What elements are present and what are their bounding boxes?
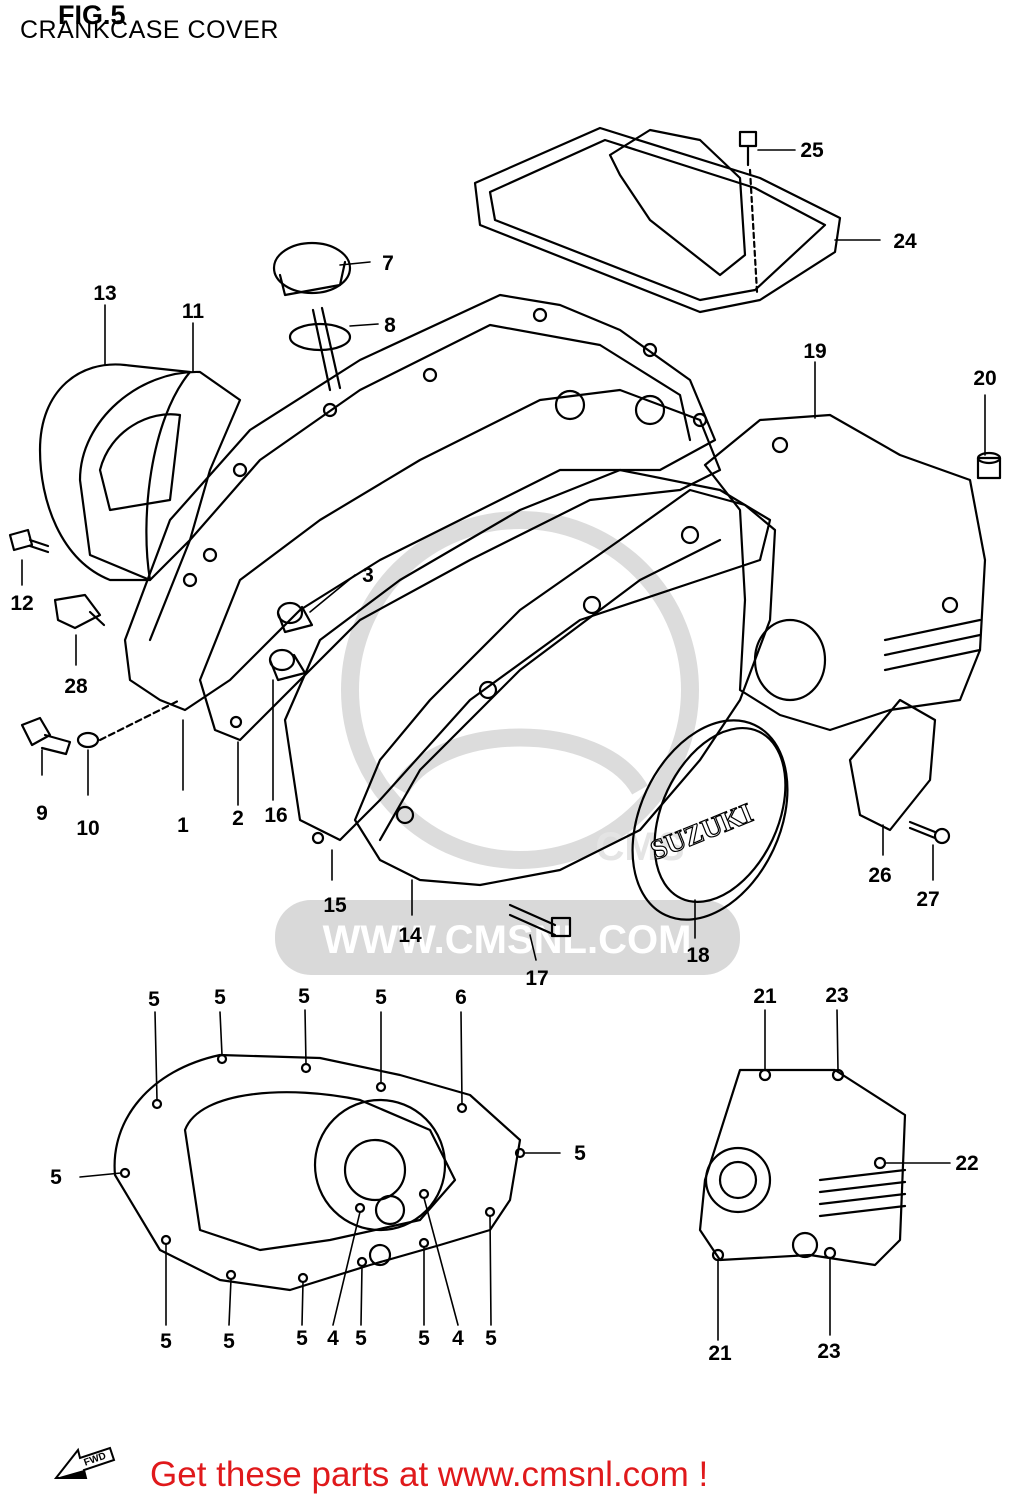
part-17-bolt xyxy=(508,903,572,938)
callout-5[interactable]: 5 xyxy=(296,1327,308,1350)
starter-cover-detail-view xyxy=(698,1068,907,1267)
callout-27[interactable]: 27 xyxy=(916,888,939,911)
part-28-switch xyxy=(53,593,106,630)
callout-5[interactable]: 5 xyxy=(355,1327,367,1350)
callout-13[interactable]: 13 xyxy=(93,282,116,305)
callout-5[interactable]: 5 xyxy=(148,988,160,1011)
part-24-cover-plate xyxy=(473,126,842,314)
callout-labels: 1 2 3 7 8 9 10 11 12 13 14 15 16 17 18 1… xyxy=(10,139,996,1365)
callout-23[interactable]: 23 xyxy=(817,1340,840,1363)
callout-5[interactable]: 5 xyxy=(214,986,226,1009)
figure-title: CRANKCASE COVER xyxy=(20,16,279,44)
part-16-dowel xyxy=(268,648,307,682)
callout-5[interactable]: 5 xyxy=(223,1330,235,1353)
callout-16[interactable]: 16 xyxy=(264,804,287,827)
callout-21[interactable]: 21 xyxy=(753,985,777,1008)
part-10-washer xyxy=(76,731,100,749)
callout-5[interactable]: 5 xyxy=(375,986,387,1009)
callout-25[interactable]: 25 xyxy=(800,139,824,162)
callout-28[interactable]: 28 xyxy=(64,675,88,698)
part-14-clutch-cover xyxy=(353,488,777,887)
part-8-o-ring xyxy=(288,322,352,352)
callout-24[interactable]: 24 xyxy=(893,230,917,253)
callout-10[interactable]: 10 xyxy=(76,817,99,840)
callout-11[interactable]: 11 xyxy=(182,300,205,323)
callout-21[interactable]: 21 xyxy=(708,1342,732,1365)
part-18-emblem-cover xyxy=(631,719,789,921)
callout-4[interactable]: 4 xyxy=(327,1327,339,1350)
part-26-cap xyxy=(848,698,937,832)
part-2-gasket xyxy=(198,388,722,742)
part-7-oil-filler-cap xyxy=(272,241,352,392)
watermark: WWW.CMSNL.COM CMS xyxy=(275,511,740,975)
watermark-logo: CMS xyxy=(596,825,685,869)
callout-15[interactable]: 15 xyxy=(323,894,347,917)
part-27-bolt xyxy=(908,820,951,845)
callout-9[interactable]: 9 xyxy=(36,802,48,825)
part-13-outer-cover xyxy=(38,363,192,582)
part-20-bushing xyxy=(976,451,1002,480)
part-3-dowel xyxy=(276,601,314,634)
cover-badge-text: SUZUKI xyxy=(646,798,757,867)
callout-12[interactable]: 12 xyxy=(10,592,33,615)
callout-17[interactable]: 17 xyxy=(525,967,548,990)
callout-6[interactable]: 6 xyxy=(455,986,467,1009)
callout-26[interactable]: 26 xyxy=(868,864,891,887)
callout-3[interactable]: 3 xyxy=(362,564,374,587)
part-19-starter-cover xyxy=(703,413,987,732)
callout-20[interactable]: 20 xyxy=(973,367,996,390)
callout-5[interactable]: 5 xyxy=(50,1166,62,1189)
part-1-crankcase-cover xyxy=(123,293,717,712)
callout-18[interactable]: 18 xyxy=(686,944,710,967)
part-11-inner-cover xyxy=(78,370,242,582)
part-9-drain-plug xyxy=(20,716,72,756)
part-12-bolt xyxy=(8,528,50,554)
callout-1[interactable]: 1 xyxy=(177,814,189,837)
callout-5[interactable]: 5 xyxy=(574,1142,586,1165)
exploded-parts-diagram: WWW.CMSNL.COM CMS xyxy=(8,126,1002,1365)
callout-4[interactable]: 4 xyxy=(452,1327,464,1350)
callout-5[interactable]: 5 xyxy=(485,1327,497,1350)
fwd-arrow-icon: FWD xyxy=(53,1446,116,1479)
part-15-gasket xyxy=(283,468,772,845)
callout-14[interactable]: 14 xyxy=(398,924,422,947)
part-25-bolt xyxy=(738,130,759,294)
callout-23[interactable]: 23 xyxy=(825,984,848,1007)
callout-8[interactable]: 8 xyxy=(384,314,396,337)
footer-cta-link[interactable]: Get these parts at www.cmsnl.com ! xyxy=(150,1455,709,1494)
callout-5[interactable]: 5 xyxy=(160,1330,172,1353)
callout-7[interactable]: 7 xyxy=(382,252,394,275)
leader-lines xyxy=(21,149,986,1341)
watermark-text: WWW.CMSNL.COM xyxy=(323,918,692,962)
callout-5[interactable]: 5 xyxy=(418,1327,430,1350)
callout-5[interactable]: 5 xyxy=(298,985,310,1008)
callout-19[interactable]: 19 xyxy=(803,340,826,363)
part-9-leader xyxy=(98,698,182,742)
callout-2[interactable]: 2 xyxy=(232,807,244,830)
callout-22[interactable]: 22 xyxy=(955,1152,978,1175)
figure-label: FIG.5 xyxy=(58,0,126,30)
